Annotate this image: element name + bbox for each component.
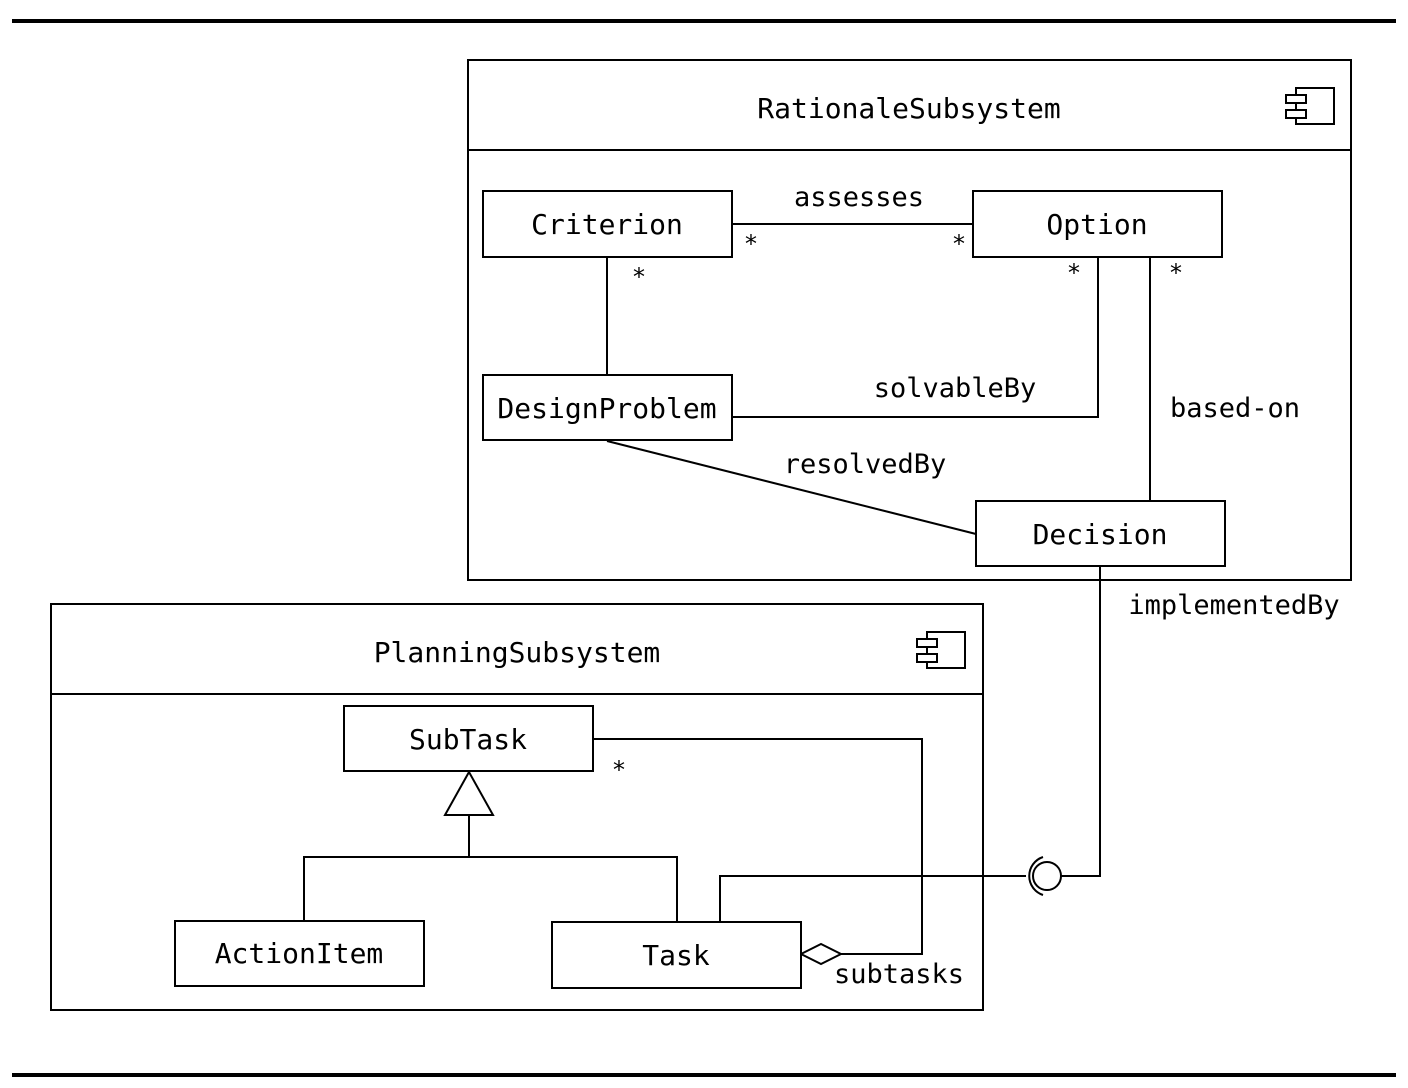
decision-provided-interface-line xyxy=(1061,566,1101,877)
implementedby-label: implementedBy xyxy=(1128,590,1339,621)
class-design-problem: DesignProblem xyxy=(482,374,733,441)
multiplicity-criterion-assesses: * xyxy=(744,230,758,258)
svg-text:DesignProblem: DesignProblem xyxy=(497,392,716,425)
svg-text:ActionItem: ActionItem xyxy=(215,937,384,970)
class-option: Option xyxy=(972,190,1223,258)
svg-text:Criterion: Criterion xyxy=(531,208,683,241)
assesses-label: assesses xyxy=(794,182,924,213)
class-task: Task xyxy=(551,921,802,989)
svg-text:SubTask: SubTask xyxy=(409,723,527,756)
component-icon xyxy=(1285,87,1335,125)
solvableby-label: solvableBy xyxy=(874,373,1037,404)
subtasks-aggregation-line xyxy=(593,738,923,955)
generalization-arrowhead xyxy=(443,769,495,816)
required-interface-socket xyxy=(1028,856,1044,896)
svg-text:Decision: Decision xyxy=(1033,518,1168,551)
class-criterion: Criterion xyxy=(482,190,733,258)
provided-interface-lollipop xyxy=(1032,861,1062,891)
generalization-tree-line xyxy=(303,856,678,922)
multiplicity-option-assesses: * xyxy=(952,230,966,258)
multiplicity-subtask-subtasks: * xyxy=(612,756,626,784)
rationale-subsystem-component: RationaleSubsystem xyxy=(467,59,1352,581)
planning-subsystem-title: PlanningSubsystem xyxy=(374,636,661,669)
svg-text:Option: Option xyxy=(1046,208,1147,241)
svg-text:Task: Task xyxy=(642,939,710,972)
class-action-item: ActionItem xyxy=(174,920,425,987)
class-subtask: SubTask xyxy=(343,705,594,772)
multiplicity-option-based-on: * xyxy=(1169,259,1183,287)
class-decision: Decision xyxy=(975,500,1226,567)
solvableby-association-line xyxy=(733,257,1099,418)
resolvedby-label: resolvedBy xyxy=(784,449,947,480)
multiplicity-option-solvableby: * xyxy=(1067,259,1081,287)
component-icon xyxy=(916,631,966,669)
resolvedby-association-line xyxy=(606,440,977,535)
rationale-subsystem-title: RationaleSubsystem xyxy=(757,92,1060,125)
subtasks-label: subtasks xyxy=(834,959,964,990)
task-required-interface-line xyxy=(719,875,1026,922)
based-on-label: based-on xyxy=(1170,393,1300,424)
aggregation-diamond xyxy=(798,942,844,966)
multiplicity-criterion-designproblem: * xyxy=(632,263,646,291)
